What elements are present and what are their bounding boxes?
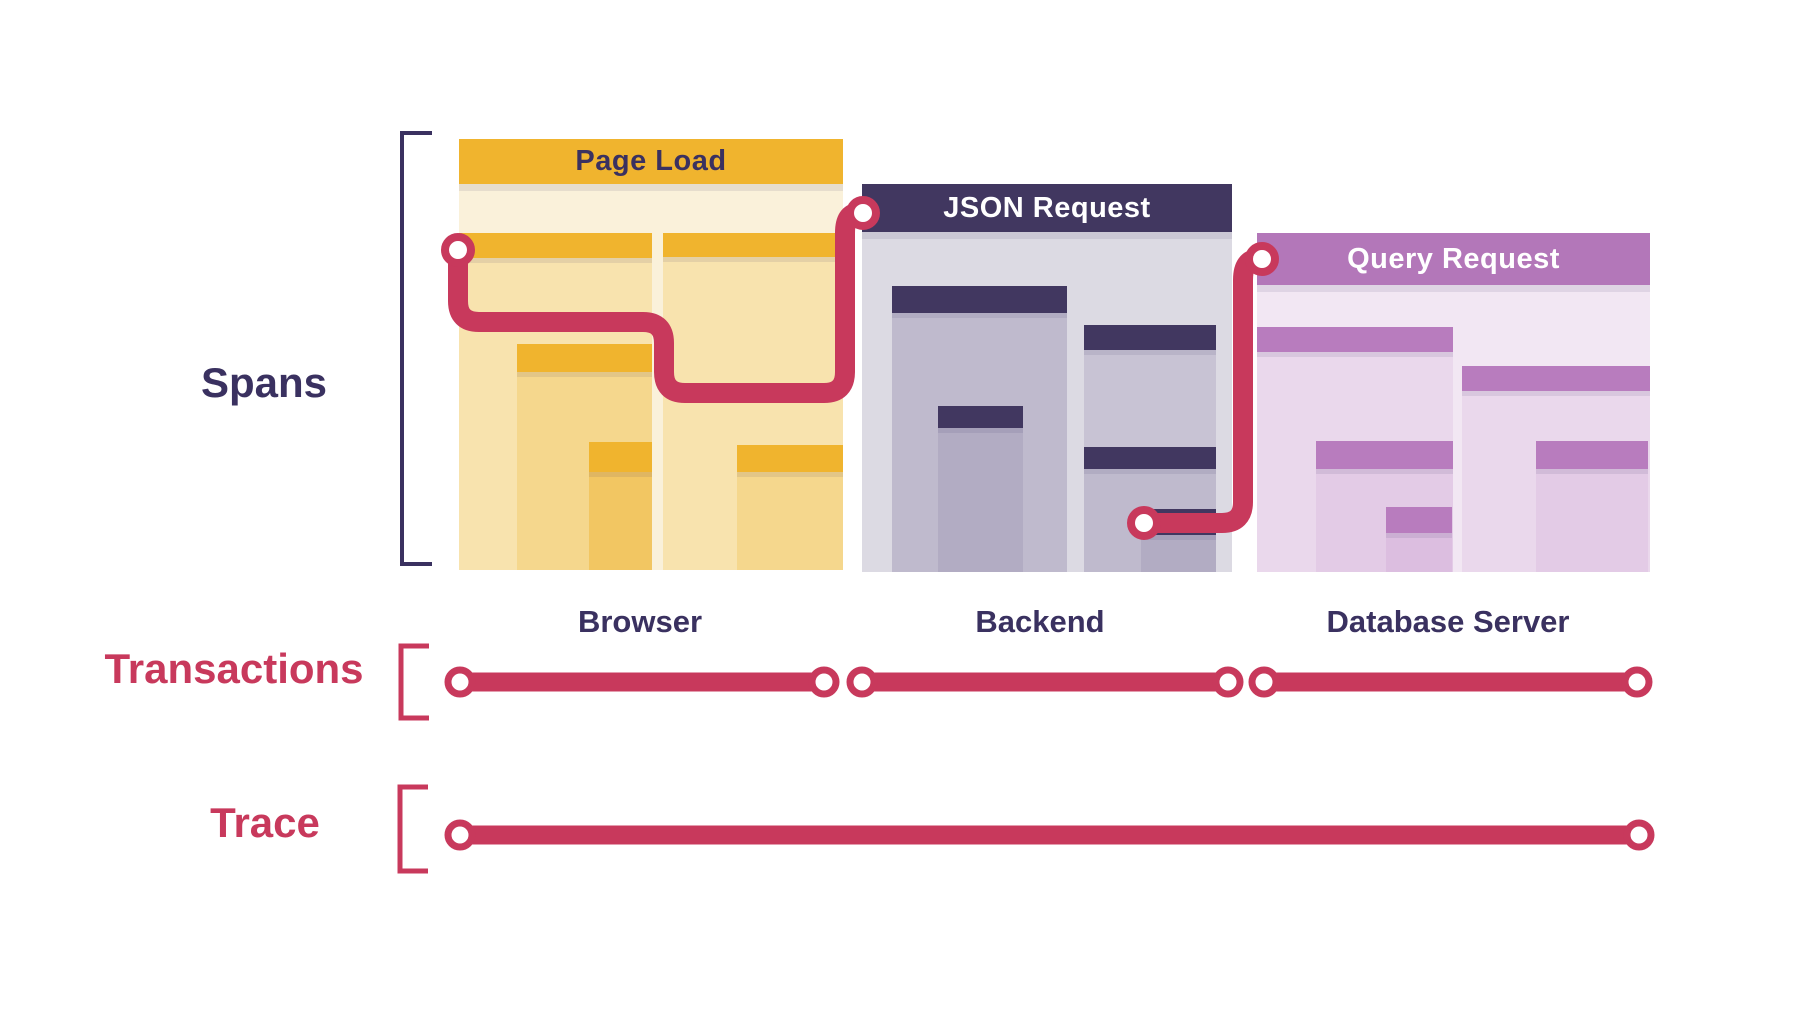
span-bar-header bbox=[663, 233, 843, 262]
panel-title-json-request: JSON Request bbox=[862, 184, 1232, 239]
span-bar-header bbox=[459, 233, 652, 263]
transaction-database-start-circle bbox=[1248, 666, 1280, 698]
transaction-backend-start-circle bbox=[846, 666, 878, 698]
panel-title-page-load: Page Load bbox=[459, 139, 843, 191]
spans-bracket bbox=[400, 131, 432, 566]
span-bar-header bbox=[1386, 507, 1452, 538]
span-bar-body bbox=[589, 472, 652, 570]
spans-label: Spans bbox=[200, 359, 328, 406]
span-bar-header bbox=[1462, 366, 1650, 396]
span-bar-header bbox=[938, 406, 1023, 433]
trace-bracket bbox=[397, 784, 428, 874]
span-bar-header bbox=[1536, 441, 1648, 474]
panel-title-query-request: Query Request bbox=[1257, 233, 1650, 292]
transaction-database-end-circle bbox=[1621, 666, 1653, 698]
transaction-browser-end-circle bbox=[808, 666, 840, 698]
span-bar-body bbox=[1536, 469, 1648, 572]
transaction-browser-start-circle bbox=[444, 666, 476, 698]
transactions-label: Transactions bbox=[104, 645, 364, 692]
span-bar-body bbox=[1141, 535, 1216, 572]
trace-start-circle bbox=[444, 819, 476, 851]
transaction-backend-end-circle bbox=[1212, 666, 1244, 698]
span-bar-header bbox=[1084, 325, 1216, 355]
span-bar-header bbox=[517, 344, 652, 377]
span-bar-header bbox=[1141, 509, 1216, 540]
backend-tier-label: Backend bbox=[975, 604, 1105, 639]
trace-label: Trace bbox=[210, 799, 320, 846]
span-bar-header bbox=[1084, 447, 1216, 474]
span-bar-body bbox=[737, 472, 843, 570]
trace-end-circle bbox=[1623, 819, 1655, 851]
browser-tier-label: Browser bbox=[577, 604, 703, 639]
span-bar-header bbox=[589, 442, 652, 477]
transactions-bracket bbox=[398, 643, 429, 721]
span-bar-header bbox=[1316, 441, 1453, 474]
database-server-tier-label: Database Server bbox=[1326, 604, 1570, 639]
span-bar-header bbox=[892, 286, 1067, 318]
span-bar-body bbox=[1386, 533, 1452, 572]
span-bar-body bbox=[938, 428, 1023, 572]
span-bar-header bbox=[1257, 327, 1453, 357]
span-bar-header bbox=[737, 445, 843, 477]
